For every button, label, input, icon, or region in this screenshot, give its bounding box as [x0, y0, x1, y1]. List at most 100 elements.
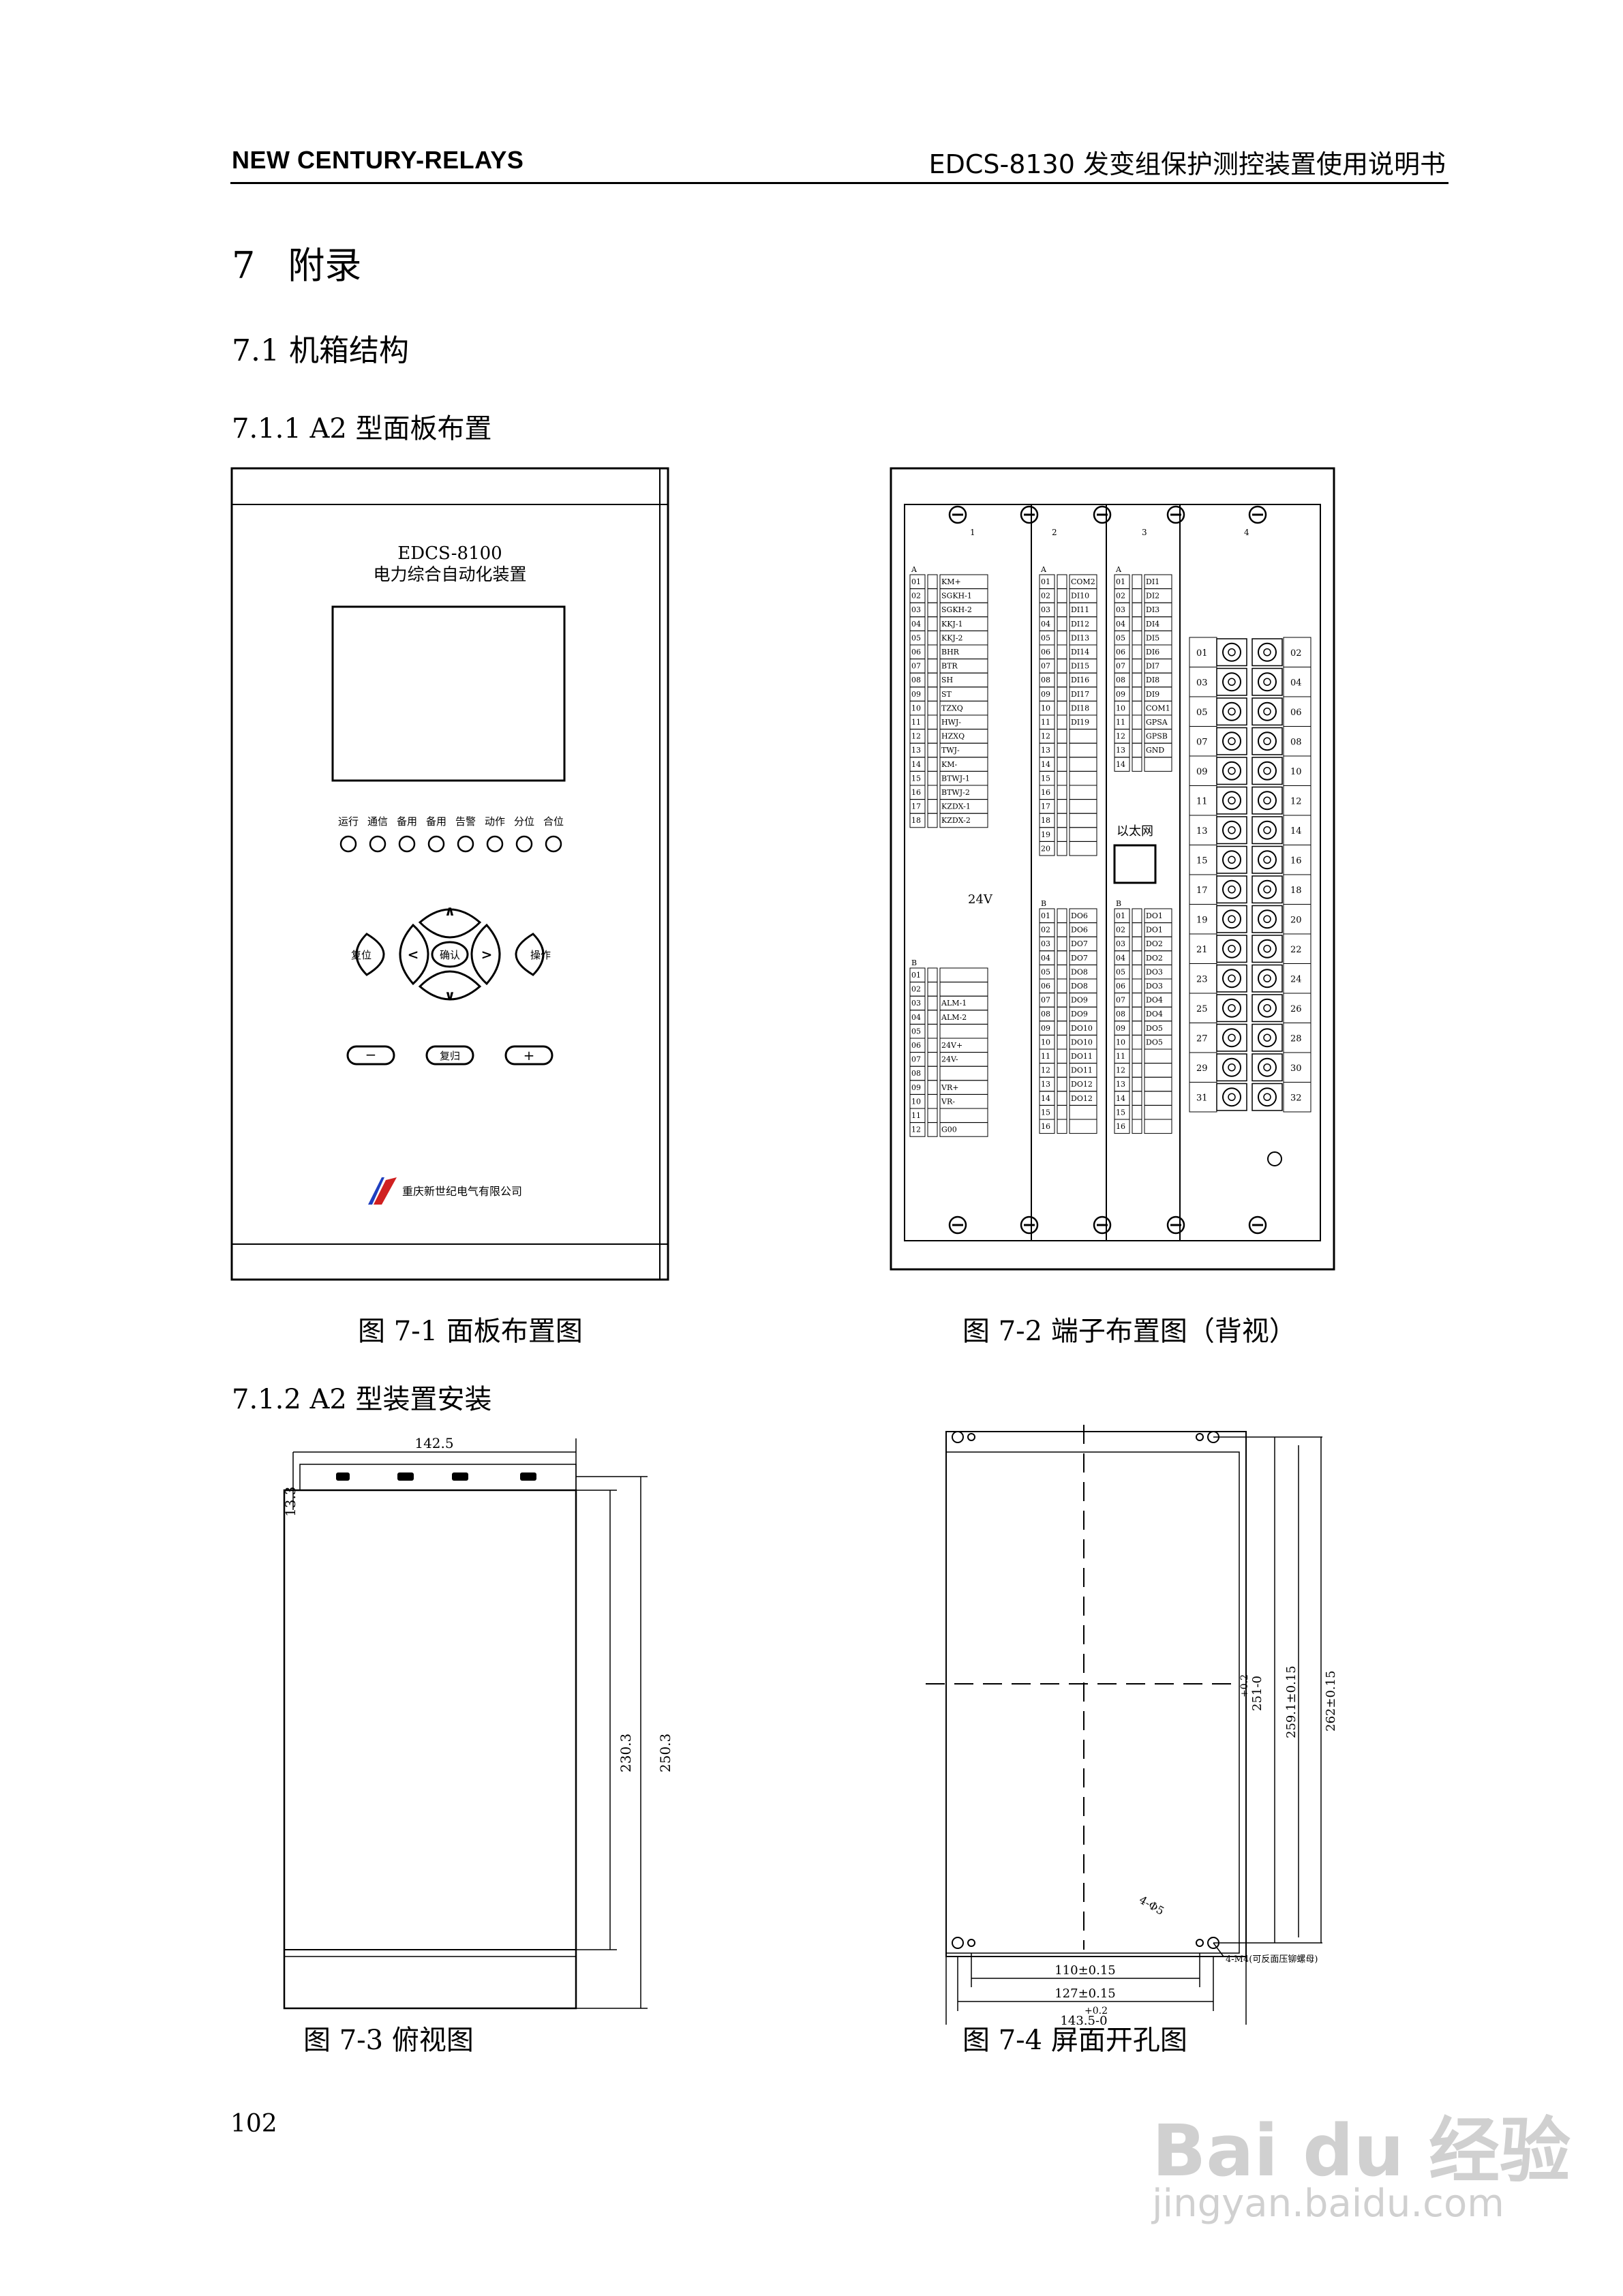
case-body [283, 1489, 577, 2010]
card2-b-pin [1057, 1104, 1067, 1120]
card2-b-pin [1057, 1048, 1067, 1064]
card1-b-num: 05 [911, 1027, 921, 1036]
dim-h2: 127±0.15 [1055, 1987, 1116, 2001]
card3-a-num: 03 [1116, 605, 1125, 614]
key-down[interactable] [418, 970, 482, 1001]
arrow-right-icon: > [481, 946, 493, 963]
terminal-screw-icon [1222, 701, 1241, 721]
connector-marks [336, 1472, 536, 1481]
terminal-screw-icon [1258, 1028, 1277, 1048]
card3-a-pin [1132, 602, 1142, 618]
card2-a-num: 08 [1041, 676, 1050, 684]
key-up[interactable] [418, 908, 482, 939]
subsection-heading: 7.1 机箱结构 [232, 333, 409, 368]
arrow-up-icon: ∧ [444, 903, 455, 919]
card3-a-signal-cell [1144, 757, 1172, 772]
card2-b-num: 10 [1041, 1038, 1050, 1046]
hole-label: 4-Φ5 [1137, 1893, 1166, 1918]
card2-a-signal: DI12 [1071, 620, 1089, 629]
terminal-screw-head-icon [1263, 678, 1271, 686]
card1-a-num: 15 [911, 774, 921, 783]
card3-b-num: 03 [1116, 939, 1125, 948]
card1-a-signal: HWJ- [941, 718, 961, 727]
terminal-screw-head-icon [1228, 737, 1236, 745]
dim-v3: 262±0.15 [1324, 1670, 1338, 1732]
card2-b-signal-cell [1069, 1119, 1097, 1134]
card1-a-pin [927, 602, 938, 618]
card1-a-pin [927, 714, 938, 730]
card2-b-num: 03 [1041, 939, 1050, 948]
key-plus[interactable] [504, 1045, 553, 1066]
card1-b-signal-cell [939, 1108, 988, 1123]
card2-a-signal-cell [1069, 827, 1097, 842]
terminal-screw-housing [1252, 786, 1283, 815]
card1-a-signal: BTR [941, 662, 958, 671]
led-label-alarm: 告警 [455, 815, 476, 828]
card2-a-pin [1057, 602, 1067, 618]
key-reset[interactable] [425, 1045, 474, 1066]
card3-b-num: 12 [1116, 1066, 1125, 1075]
terminal-screw-housing [1252, 727, 1283, 755]
key-reset-left[interactable] [355, 933, 385, 976]
card1-a-num: 07 [911, 662, 921, 671]
terminal-screw-head-icon [1228, 1063, 1236, 1072]
card3-b-num: 14 [1116, 1094, 1125, 1103]
terminal-screw-icon [1222, 820, 1241, 840]
card3-a-pin [1132, 742, 1142, 758]
card1-a-signal: KZDX-2 [941, 816, 971, 825]
card3-b-num: 13 [1116, 1080, 1125, 1089]
card3-a-num: 07 [1116, 662, 1125, 671]
card2-b-header: B [1041, 899, 1046, 908]
nav-keypad [355, 908, 545, 1001]
case-screw-icon [1093, 1215, 1112, 1235]
terminal-screw-head-icon [1263, 1033, 1271, 1042]
case-screw-icon [948, 1215, 967, 1235]
card3-b-pin [1132, 908, 1142, 924]
card1-b-num: 12 [911, 1126, 921, 1134]
terminal-screw-icon [1222, 761, 1241, 781]
card2-a-pin [1057, 630, 1067, 646]
key-right[interactable] [470, 923, 501, 986]
key-operate[interactable] [515, 933, 545, 976]
header-doc-title: EDCS-8130 发变组保护测控装置使用说明书 [928, 149, 1446, 179]
card2-a-signal-cell [1069, 841, 1097, 856]
terminal-right-num: 08 [1290, 738, 1302, 748]
terminal-screw-icon [1258, 672, 1277, 692]
card1-a-num: 16 [911, 788, 921, 797]
terminal-right-num: 12 [1290, 797, 1302, 807]
lcd-screen [331, 605, 566, 782]
card2-b-signal: DO8 [1071, 967, 1088, 976]
card3-a-signal: DI7 [1146, 662, 1159, 671]
figure-front-panel: EDCS-8100 电力综合自动化装置 运行 通信 备用 备用 告警 动作 分位… [230, 467, 673, 1285]
key-reset-left-label: 复位 [351, 949, 371, 961]
terminal-screw-housing [1216, 816, 1247, 845]
card3-b-signal: DO5 [1146, 1038, 1163, 1046]
card1-a-pin [927, 757, 938, 772]
card2-b-num: 12 [1041, 1066, 1050, 1075]
terminal-screw-head-icon [1228, 796, 1236, 804]
watermark-url: jingyan.baidu.com [1152, 2181, 1504, 2226]
key-left[interactable] [399, 923, 429, 986]
front-panel-drawing: EDCS-8100 电力综合自动化装置 运行 通信 备用 备用 告警 动作 分位… [230, 467, 669, 1281]
terminal-screw-head-icon [1228, 856, 1236, 864]
card2-b-pin [1057, 922, 1067, 937]
power-24v-label: 24V [968, 892, 993, 907]
card2-a-num-cell [1039, 841, 1055, 856]
terminal-left-num: 25 [1196, 1004, 1208, 1014]
card3-a-num: 11 [1116, 718, 1125, 727]
terminal-screw-housing [1216, 1023, 1247, 1052]
card1-b-pin [927, 967, 938, 983]
slot-label-3: 3 [1142, 528, 1147, 537]
terminal-screw-head-icon [1263, 1063, 1271, 1072]
card3-b-signal-cell [1144, 1119, 1172, 1134]
key-confirm[interactable] [431, 941, 469, 968]
card2-a-num: 18 [1041, 816, 1050, 825]
card2-b-num: 13 [1041, 1080, 1050, 1089]
card3-b-pin [1132, 1119, 1142, 1134]
terminal-right-num: 06 [1290, 708, 1302, 718]
card1-a-num-cell [909, 813, 926, 828]
card2-a-signal: DI10 [1071, 592, 1089, 601]
terminal-left-num: 31 [1196, 1093, 1208, 1104]
card3-a-signal: DI1 [1146, 577, 1159, 586]
key-minus[interactable] [346, 1045, 395, 1066]
